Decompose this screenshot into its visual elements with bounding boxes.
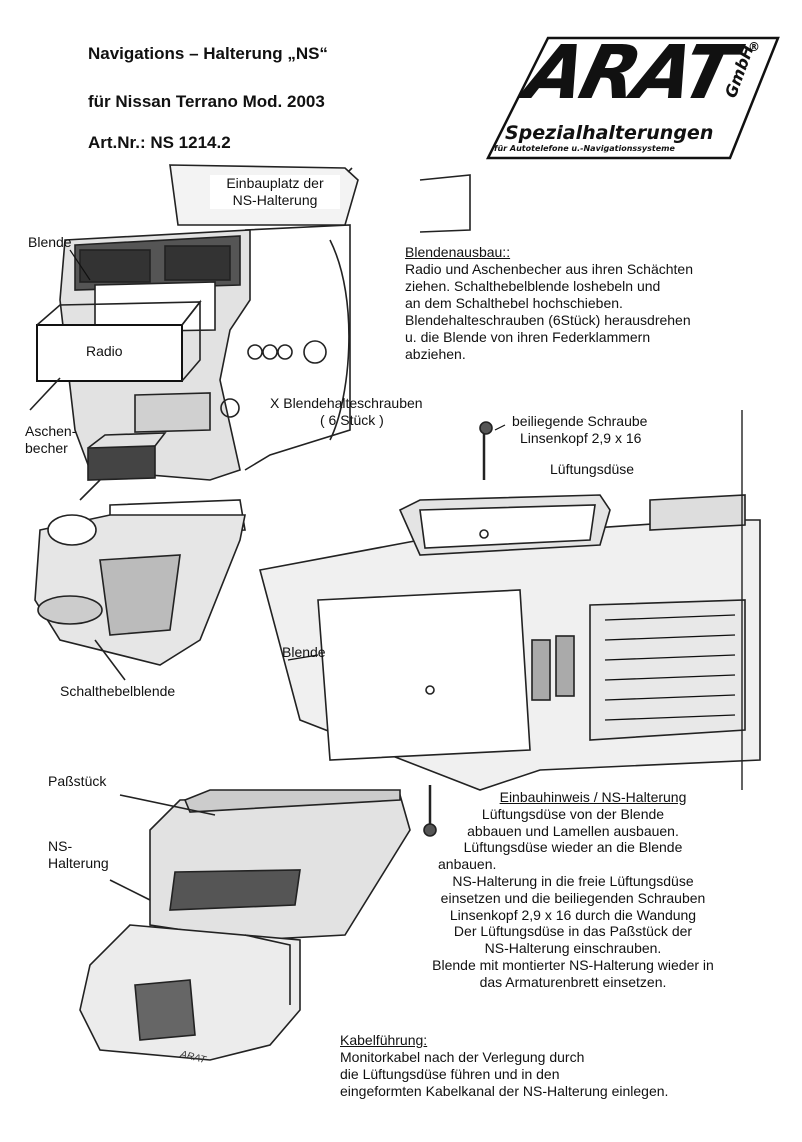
registered-mark: ®	[748, 40, 760, 54]
einbauhinweis-line: Lüftungsdüse wieder an die Blende	[463, 839, 683, 856]
einbauhinweis-section: Einbauhinweis / NS-Halterung Lüftungsdüs…	[408, 789, 738, 991]
pointer-lines	[69, 249, 506, 661]
label-einbauplatz-line2: NS-Halterung	[232, 192, 318, 208]
einbauhinweis-line: Der Lüftungsdüse in das Paßstück der	[453, 923, 693, 940]
kabelfuehrung-title: Kabelführung:	[340, 1032, 428, 1048]
arat-logo-graphic	[485, 36, 780, 160]
einbauhinweis-line: NS-Halterung einschrauben.	[484, 940, 662, 957]
label-aschenbecher-line1: Aschen-	[25, 423, 77, 439]
label-lueftungsduese: Lüftungsdüse	[550, 461, 635, 477]
einbauhinweis-line: anbauen.	[438, 856, 497, 873]
vehicle-model: für Nissan Terrano Mod. 2003	[88, 92, 325, 111]
kabelfuehrung-section: Kabelführung: Monitorkabel nach der Verl…	[340, 1032, 760, 1100]
article-number: Art.Nr.: NS 1214.2	[88, 133, 231, 152]
label-einbauplatz-line1: Einbauplatz der	[226, 175, 324, 191]
label-blendehalteschrauben: X Blendehalteschrauben ( 6 Stück )	[270, 395, 423, 429]
label-einbauplatz: Einbauplatz der NS-Halterung	[210, 175, 340, 209]
blendenausbau-section: Blendenausbau:: Radio und Aschenbecher a…	[405, 244, 765, 363]
logo-subline: für Autotelefone u.-Navigationssysteme	[494, 144, 675, 153]
label-aschenbecher-line2: becher	[25, 440, 68, 456]
einbauhinweis-line: NS-Halterung in die freie Lüftungsdüse	[452, 872, 694, 889]
lueftungsduese-drawing	[259, 410, 761, 837]
einbauhinweis-title: Einbauhinweis / NS-Halterung	[499, 789, 687, 805]
blendenausbau-line: Radio und Aschenbecher aus ihren Schächt…	[405, 261, 693, 277]
ns-halterung-drawing	[79, 789, 411, 1061]
label-aschenbecher: Aschen- becher	[25, 423, 76, 457]
blendenausbau-line: an dem Schalthebel hochschieben.	[405, 295, 623, 311]
label-beiliegende-schraube: beiliegende Schraube Linsenkopf 2,9 x 16	[512, 413, 647, 447]
label-ns-halterung: NS- Halterung	[48, 838, 109, 872]
einbauhinweis-line: Blende mit montierter NS-Halterung wiede…	[432, 956, 714, 973]
logo-tagline: Spezialhalterungen	[505, 122, 714, 144]
schalthebelblende-drawing	[34, 514, 246, 681]
einbauhinweis-line: abbauen und Lamellen ausbauen.	[467, 822, 679, 839]
dashboard-drawing	[29, 164, 471, 536]
blendenausbau-line: abziehen.	[405, 346, 466, 362]
label-blende-top: Blende	[28, 234, 72, 250]
kabelfuehrung-line: eingeformten Kabelkanal der NS-Halterung…	[340, 1083, 669, 1099]
label-schrauben-line1: X Blendehalteschrauben	[270, 395, 423, 411]
label-blende-mid: Blende	[282, 644, 326, 660]
kabelfuehrung-line: die Lüftungsdüse führen und in den	[340, 1066, 560, 1082]
arat-logo: ARAT	[517, 30, 742, 116]
einbauhinweis-line: einsetzen und die beiliegenden Schrauben	[440, 889, 706, 906]
label-schraube-line2: Linsenkopf 2,9 x 16	[520, 430, 642, 446]
einbauhinweis-line: Linsenkopf 2,9 x 16 durch die Wandung	[449, 906, 697, 923]
label-ns-halterung-line2: Halterung	[48, 855, 109, 871]
label-ns-halterung-line1: NS-	[48, 838, 73, 854]
label-schraube-line1: beiliegende Schraube	[512, 413, 648, 429]
label-schrauben-line2: ( 6 Stück )	[320, 412, 384, 428]
blendenausbau-line: ziehen. Schalthebelblende loshebeln und	[405, 278, 661, 294]
blendenausbau-title: Blendenausbau::	[405, 244, 511, 260]
kabelfuehrung-line: Monitorkabel nach der Verlegung durch	[340, 1049, 585, 1065]
einbauhinweis-line: das Armaturenbrett einsetzen.	[479, 973, 667, 990]
label-radio: Radio	[86, 343, 123, 359]
label-passstueck: Paßstück	[48, 773, 107, 789]
document-title: Navigations – Halterung „NS“	[88, 44, 328, 63]
einbauhinweis-line: Lüftungsdüse von der Blende	[481, 805, 665, 822]
blendenausbau-line: u. die Blende von ihren Federklammern	[405, 329, 651, 345]
blendenausbau-line: Blendehalteschrauben (6Stück) herausdreh…	[405, 312, 691, 328]
label-schalthebelblende: Schalthebelblende	[60, 683, 176, 699]
